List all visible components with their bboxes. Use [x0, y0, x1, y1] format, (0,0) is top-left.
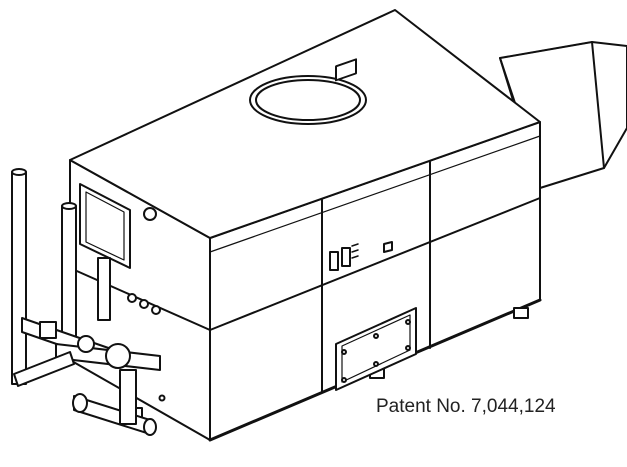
- front-plumbing-assembly: [11, 168, 161, 436]
- indicator-light: [127, 293, 137, 303]
- vertical-pipe: [11, 171, 27, 385]
- left-face-details: [79, 183, 166, 402]
- vertical-pipe: [61, 205, 77, 339]
- top-rim-line: [209, 135, 541, 253]
- valve: [77, 335, 95, 353]
- display-window: [335, 58, 357, 82]
- sight-glass: [143, 207, 157, 221]
- patent-caption: Patent No. 7,044,124: [376, 396, 556, 417]
- base-seam-front: [209, 197, 541, 331]
- access-panel: [335, 307, 417, 391]
- coupling: [39, 321, 57, 339]
- switch-bank: [341, 247, 351, 267]
- lower-riser: [119, 369, 137, 425]
- top-vent-ring: [249, 75, 367, 125]
- switch-bank: [329, 251, 339, 271]
- valve: [105, 343, 131, 369]
- lock-icon: [383, 241, 393, 253]
- control-panel: [329, 58, 393, 271]
- manifold-pipe: [13, 351, 75, 387]
- support-foot: [513, 307, 529, 319]
- indicator-light: [151, 305, 161, 315]
- base-seam-left: [69, 267, 211, 331]
- vertical-pipe: [97, 257, 111, 321]
- indicator-light: [139, 299, 149, 309]
